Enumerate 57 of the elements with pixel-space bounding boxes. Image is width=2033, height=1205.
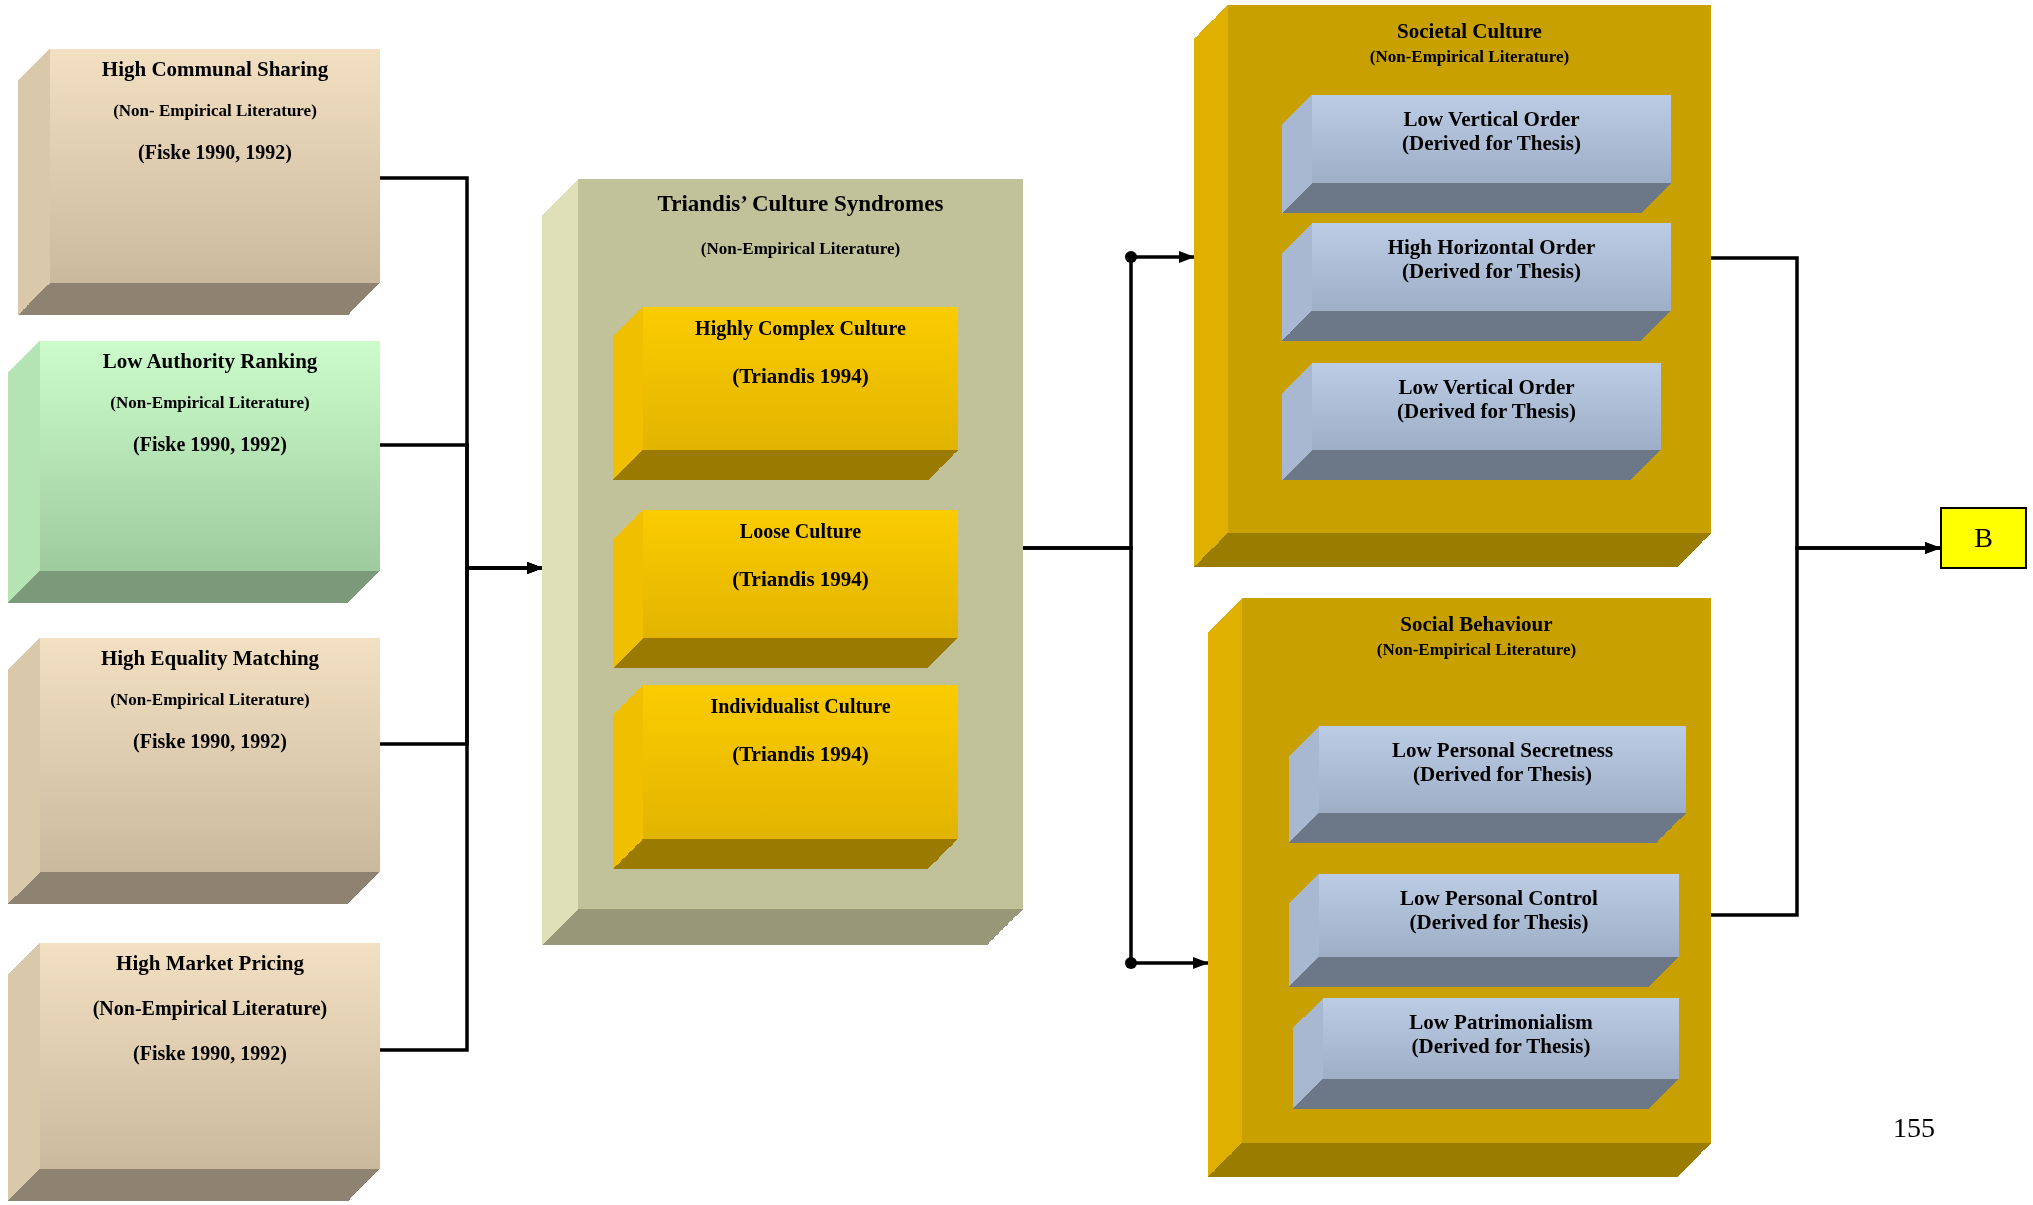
box-title: Loose Culture bbox=[739, 520, 862, 543]
box-title: Social Behaviour bbox=[1400, 612, 1553, 637]
box-title: Individualist Culture bbox=[710, 695, 891, 718]
beveled-box bbox=[1293, 998, 1679, 1109]
box-subtitle: (Non-Empirical Literature) bbox=[110, 393, 310, 413]
beveled-box bbox=[8, 638, 380, 904]
beveled-box bbox=[1282, 223, 1671, 341]
box-title: Highly Complex Culture bbox=[695, 317, 906, 340]
box-subtitle: (Derived for Thesis) bbox=[1409, 910, 1589, 935]
box-subtitle: (Triandis 1994) bbox=[732, 364, 869, 389]
box-title: High Communal Sharing bbox=[101, 57, 329, 82]
box-subtitle: (Non-Empirical Literature) bbox=[110, 690, 310, 710]
connector-arrow bbox=[1023, 546, 1209, 969]
box-title: Low Patrimonialism bbox=[1409, 1010, 1593, 1035]
box-subtitle: (Fiske 1990, 1992) bbox=[133, 1042, 287, 1066]
box-subtitle: (Fiske 1990, 1992) bbox=[133, 432, 287, 456]
box-subtitle: (Non-Empirical Literature) bbox=[92, 997, 328, 1021]
beveled-box bbox=[1289, 726, 1686, 843]
beveled-panel bbox=[1194, 5, 1711, 567]
box-subtitle: (Derived for Thesis) bbox=[1402, 259, 1581, 284]
beveled-box bbox=[1282, 363, 1661, 480]
beveled-box bbox=[18, 49, 380, 315]
connector-arrow bbox=[1711, 542, 1941, 917]
beveled-panel bbox=[542, 179, 1023, 945]
box-title: Low Authority Ranking bbox=[102, 349, 318, 374]
beveled-box bbox=[613, 510, 958, 668]
box-subtitle: (Non-Empirical Literature) bbox=[1369, 47, 1570, 67]
beveled-box bbox=[8, 341, 380, 603]
box-subtitle: (Non- Empirical Literature) bbox=[113, 101, 317, 121]
beveled-box bbox=[1289, 874, 1679, 987]
beveled-box bbox=[1282, 95, 1671, 213]
beveled-box bbox=[613, 685, 958, 869]
box-subtitle: (Derived for Thesis) bbox=[1411, 1034, 1591, 1059]
box-title: B bbox=[1974, 521, 1993, 555]
box-title: High Market Pricing bbox=[116, 951, 304, 976]
beveled-box bbox=[8, 943, 380, 1201]
box-subtitle: (Derived for Thesis) bbox=[1402, 131, 1581, 156]
box-title: Low Personal Control bbox=[1400, 886, 1598, 911]
box-subtitle: (Derived for Thesis) bbox=[1413, 762, 1592, 787]
page-number: 155 bbox=[1893, 1112, 1935, 1144]
box-subtitle: (Non-Empirical Literature) bbox=[700, 239, 901, 259]
box-title: Societal Culture bbox=[1397, 19, 1542, 44]
box-title: Low Personal Secretness bbox=[1391, 738, 1614, 763]
box-subtitle: (Derived for Thesis) bbox=[1397, 399, 1576, 424]
box-title: Triandis’ Culture Syndromes bbox=[657, 191, 944, 218]
connector-box bbox=[1940, 507, 2027, 569]
box-title: High Equality Matching bbox=[100, 646, 320, 671]
beveled-box bbox=[613, 307, 958, 480]
box-subtitle: (Triandis 1994) bbox=[732, 742, 869, 767]
box-title: Low Vertical Order bbox=[1403, 107, 1580, 132]
box-subtitle: (Non-Empirical Literature) bbox=[1376, 640, 1577, 660]
box-title: Low Vertical Order bbox=[1398, 375, 1575, 400]
beveled-panel bbox=[1208, 598, 1711, 1177]
box-subtitle: (Fiske 1990, 1992) bbox=[133, 729, 287, 753]
box-title: High Horizontal Order bbox=[1387, 235, 1596, 260]
box-subtitle: (Triandis 1994) bbox=[732, 567, 869, 592]
box-subtitle: (Fiske 1990, 1992) bbox=[138, 140, 292, 164]
